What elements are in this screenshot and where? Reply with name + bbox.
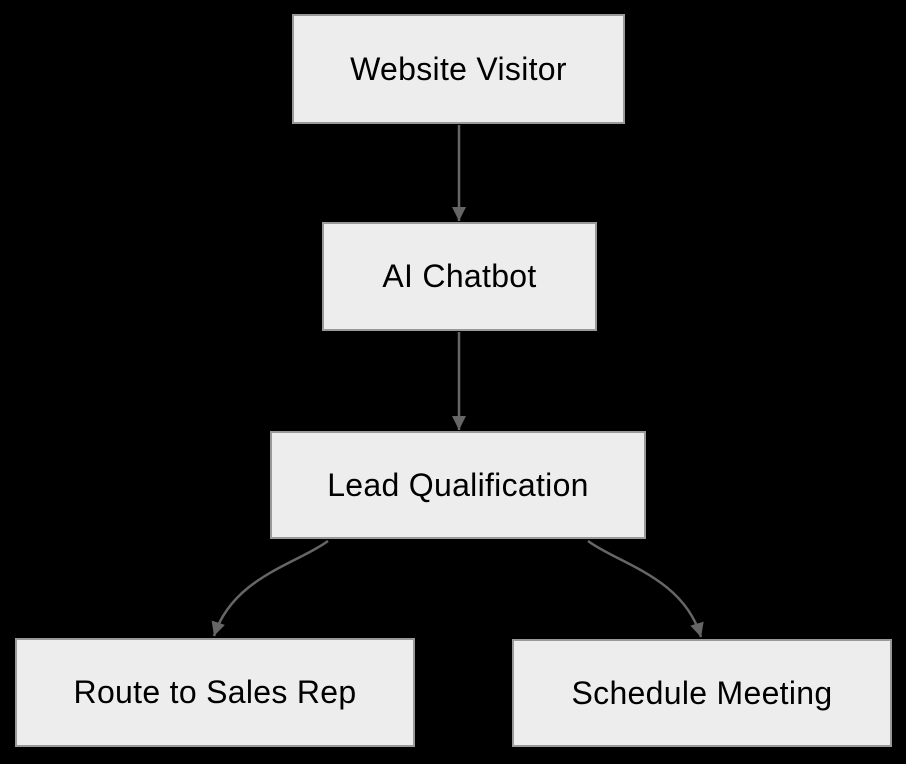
node-ai-chatbot: AI Chatbot <box>322 222 597 331</box>
node-schedule-meeting-label: Schedule Meeting <box>571 674 833 711</box>
node-ai-chatbot-label: AI Chatbot <box>382 258 537 295</box>
node-schedule-meeting: Schedule Meeting <box>512 639 892 747</box>
node-route-to-sales-rep-label: Route to Sales Rep <box>73 674 357 711</box>
edge-lead-qualification-to-route-to-sales-rep <box>211 539 329 637</box>
node-website-visitor-label: Website Visitor <box>350 50 567 87</box>
node-website-visitor: Website Visitor <box>292 14 625 124</box>
node-lead-qualification-label: Lead Qualification <box>327 466 589 503</box>
node-lead-qualification: Lead Qualification <box>270 431 646 539</box>
edge-lead-qualification-to-schedule-meeting <box>587 539 704 638</box>
node-route-to-sales-rep: Route to Sales Rep <box>15 638 415 747</box>
